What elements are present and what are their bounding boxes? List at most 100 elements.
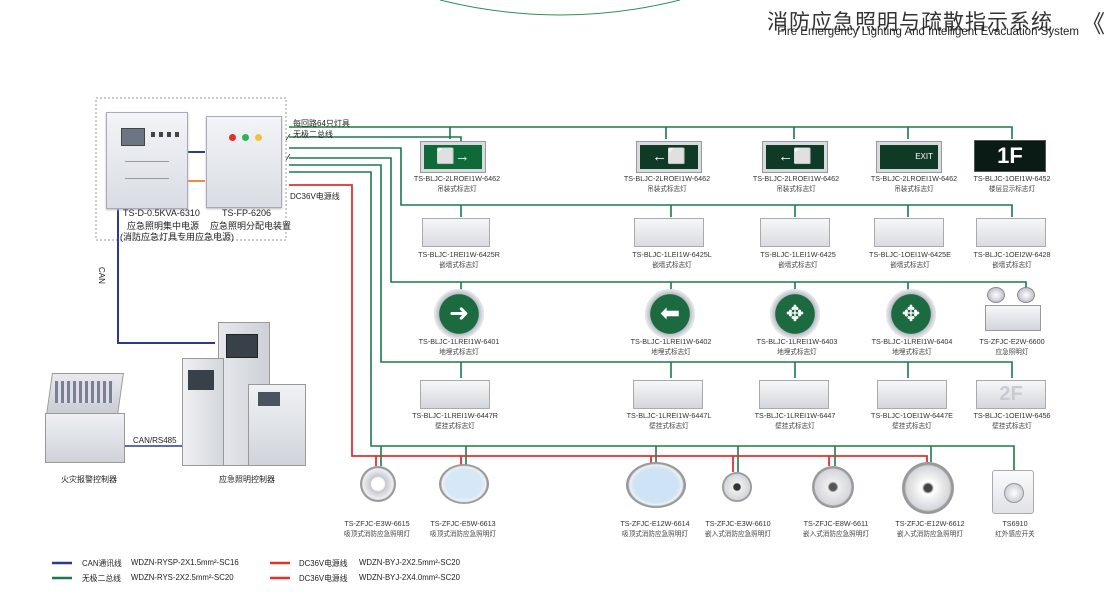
row5-item-4-code: TS-ZFJC-E3W-6610 [705,519,771,528]
recessed-sign-1 [422,218,490,247]
can-rs485-label: CAN/RS485 [133,436,177,445]
recessed-light-3 [902,462,954,514]
row1-item-1-desc: 吊装式标志灯 [437,186,477,193]
legend-dc2-spec: WDZN-BYJ-2X4.0mm²-SC20 [359,573,460,582]
row5-item-3-desc: 吸顶式消防应急照明灯 [622,531,688,538]
row4-item-1-code: TS-BLJC-1LREⅠ1W-6447R [412,411,498,420]
exit-arrow-right-icon: ⬜→ [424,145,482,169]
legend-bus-name: 无极二总线 [82,574,121,583]
row2-item-5-code: TS-BLJC-1OEⅠ2W-6428 [973,250,1051,259]
row2-item-4-code: TS-BLJC-1OEⅠ1W-6425E [869,250,951,259]
red-indicator-icon [229,134,236,141]
green-indicator-icon [242,134,249,141]
recessed-sign-4 [874,218,944,247]
floor-sign: 1F [974,140,1046,172]
wall-sign-5: 2F [976,380,1046,409]
recessed-light-1 [722,472,752,502]
legend-dc1-name: DC36V电源线 [299,559,348,568]
chevron-left-icon: 《 [1081,11,1105,38]
recessed-sign-2 [634,218,704,247]
nonpolar-label: 无极二总线 [293,130,333,139]
row5-item-3-code: TS-ZFJC-E12W-6614 [620,519,690,528]
power-display [121,128,145,146]
row4-item-1-desc: 壁挂式标志灯 [435,423,475,430]
wall-sign-2 [633,380,703,409]
title-cn: 消防应急照明与疏散指示系统 [767,10,1053,34]
row2-item-1-code: TS-BLJC-1REⅠ1W-6425R [418,250,500,259]
row5-item-5-code: TS-ZFJC-E8W-6611 [803,519,869,528]
power-plate [125,161,169,179]
row4-item-4-code: TS-BLJC-1OEⅠ1W-6447E [871,411,953,420]
row5-item-6-desc: 嵌入式消防应急照明灯 [897,531,963,538]
hanging-sign-4: EXIT [876,141,942,173]
row3-item-3-desc: 地埋式标志灯 [777,349,817,356]
wall-sign-4 [877,380,947,409]
row2-item-3-code: TS-BLJC-1LEⅠ1W-6425 [760,250,836,259]
row3-item-3-code: TS-BLJC-1LREⅠ1W-6403 [756,337,838,346]
row4-item-2-code: TS-BLJC-1LREⅠ1W-6447L [626,411,712,420]
row3-item-4-desc: 地埋式标志灯 [892,349,932,356]
header-arc [439,0,681,16]
row4-item-5-desc: 壁挂式标志灯 [992,423,1032,430]
row1-item-2-desc: 吊装式标志灯 [647,186,687,193]
ceiling-light-3 [626,462,686,508]
arrow-cross-disc-icon: ✥ [886,289,936,339]
row5-item-1-desc: 吸顶式消防应急照明灯 [344,531,410,538]
hanging-sign-2: ←⬜ [636,141,702,173]
legend-can-spec: WDZN-RYSP-2X1.5mm²-SC16 [131,558,239,567]
row5-item-7-desc: 红外感应开关 [995,531,1035,538]
twin-spot-lamp-icon [985,287,1041,333]
row1-item-3-desc: 吊装式标志灯 [776,186,816,193]
arrow-double-disc-icon: ✥ [770,289,820,339]
exit-arrow-left-icon: ←⬜ [640,145,698,169]
emergency-controller-label: 应急照明控制器 [219,475,275,484]
infrared-switch-icon [992,470,1034,514]
ceiling-light-2 [439,464,489,504]
power-code: TS-D-0.5KVA-6310 [123,208,200,218]
ceiling-light-1 [360,466,396,502]
row2-item-2-code: TS-BLJC-1LEⅠ1W-6425L [632,250,712,259]
row3-item-4-code: TS-BLJC-1LREⅠ1W-6404 [871,337,953,346]
row2-item-2-desc: 嵌墙式标志灯 [652,262,692,269]
row1-item-3-code: TS-BLJC-2LROEⅠ1W-6462 [752,174,840,183]
emergency-controller [182,322,306,466]
recessed-light-2 [812,466,854,508]
row2-item-5-desc: 嵌墙式标志灯 [992,262,1032,269]
row3-item-5-code: TS-ZFJC-E2W-6600 [979,337,1045,346]
exit-arrow-left-icon: ←⬜ [766,145,824,169]
legend-dc2-name: DC36V电源线 [299,574,348,583]
exit-text-icon: EXIT [880,145,938,169]
row3-item-2-code: TS-BLJC-1LREⅠ1W-6402 [630,337,712,346]
power-switches [151,132,179,137]
hanging-sign-1: ⬜→ [420,141,486,173]
row2-item-1-desc: 嵌墙式标志灯 [439,262,479,269]
row2-item-4-desc: 嵌墙式标志灯 [890,262,930,269]
row5-item-5-desc: 嵌入式消防应急照明灯 [803,531,869,538]
row5-item-2-desc: 吸顶式消防应急照明灯 [430,531,496,538]
recessed-sign-3 [760,218,830,247]
power-note: (消防应急灯具专用应急电源) [120,232,234,242]
hanging-sign-3: ←⬜ [762,141,828,173]
wall-sign-3 [759,380,829,409]
row3-item-5-desc: 应急照明灯 [995,349,1029,356]
legend-bus-spec: WDZN-RYS-2X2.5mm²-SC20 [131,573,234,582]
distribution-unit [206,116,282,208]
arrow-left-disc-icon: ⬅ [645,289,695,339]
fire-alarm-label: 火灾报警控制器 [61,475,117,484]
row5-item-6-code: TS-ZFJC-E12W-6612 [895,519,965,528]
row1-item-1-code: TS-BLJC-2LROEⅠ1W-6462 [413,174,501,183]
cabinet-frame [95,97,287,241]
legend-dc1-spec: WDZN-BYJ-2X2.5mm²-SC20 [359,558,460,567]
row3-item-2-desc: 地埋式标志灯 [651,349,691,356]
row4-item-5-code: TS-BLJC-1OEⅠ1W-6456 [973,411,1051,420]
power-name: 应急照明集中电源 [127,221,200,231]
per-loop-label: 每回路64只灯具 [293,119,350,128]
dc36v-label: DC36V电源线 [290,192,340,201]
row1-item-4-code: TS-BLJC-2LROEⅠ1W-6462 [870,174,958,183]
dist-code: TS-FP-6206 [222,208,272,218]
row1-item-5-desc: 楼层显示标志灯 [988,186,1036,193]
fire-alarm-console [45,373,125,463]
dc36v-lines [289,184,928,472]
row3-item-1-desc: 地埋式标志灯 [439,349,479,356]
